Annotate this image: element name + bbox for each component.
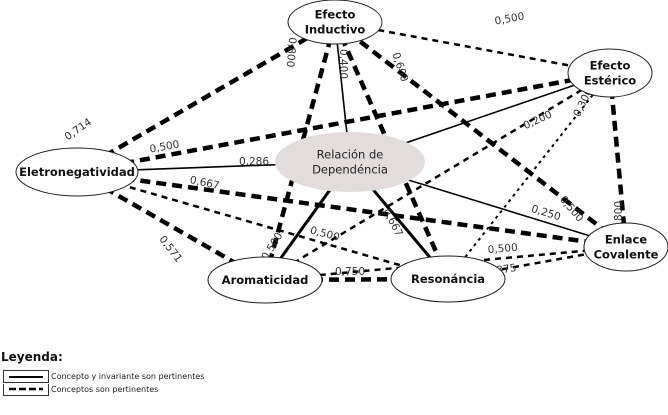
node-label: Aromaticidad <box>222 273 309 287</box>
node-label: Efecto <box>315 8 356 22</box>
edge-inductivo-covalente <box>333 20 628 249</box>
edge-electro-covalente <box>76 169 627 250</box>
node-label: Inductivo <box>305 23 366 37</box>
edge-weight-label: 0,714 <box>63 116 95 143</box>
legend-item-solid: Concepto y invariante son pertinentes <box>0 370 204 383</box>
edge-weight-label: 0,250 <box>530 203 562 223</box>
node-label: Relación de <box>317 148 384 162</box>
node-label: Efecto <box>590 59 631 73</box>
node-resonancia: Resonáncia <box>390 255 506 303</box>
legend-item-dashed: Conceptos son pertinentes <box>0 383 204 396</box>
nodes-layer: Relación deDependénciaEfectoInductivoEfe… <box>15 0 668 304</box>
legend-label-solid: Concepto y invariante son pertinentes <box>51 372 205 381</box>
edge-esterico-aromaticidad <box>264 71 611 282</box>
node-ellipse <box>275 132 425 192</box>
edge-esterico-covalente <box>607 72 629 248</box>
solid-line-swatch <box>3 370 49 383</box>
edge-weight-label: 0,571 <box>156 234 184 265</box>
edge-weight-label: 0,500 <box>494 11 526 28</box>
node-ellipse <box>583 222 668 272</box>
edge-inductivo-resonancia <box>332 21 451 280</box>
edge-inductivo-electro <box>75 20 337 174</box>
dashed-line-swatch <box>3 383 49 396</box>
edge-weight-label: 0,500 <box>557 194 586 225</box>
node-ellipse <box>567 48 653 98</box>
edge-weight-label: 0,750 <box>335 266 365 278</box>
edge-weight-label: 0,200 <box>522 108 554 132</box>
node-label: Resonáncia <box>411 272 485 286</box>
edge-weight-label: 0,400 <box>337 49 349 79</box>
node-label: Estérico <box>584 74 636 88</box>
node-aromaticidad: Aromaticidad <box>207 256 323 304</box>
node-ellipse <box>287 0 383 45</box>
edge-esterico-resonancia <box>447 72 611 280</box>
edge-electro-resonancia <box>76 170 449 281</box>
node-label: Eletronegatividad <box>19 165 135 179</box>
node-ellipse <box>15 147 139 197</box>
edge-weight-label: 0,800 <box>284 37 299 68</box>
edge-weight-label: 0,500 <box>149 139 181 156</box>
edge-resonancia-covalente <box>447 245 627 281</box>
concept-map: 0,4000,2860,2000,2500,5000,6670,5000,714… <box>15 0 668 304</box>
node-ellipse <box>207 256 323 304</box>
edge-inductivo-esterico <box>334 20 611 75</box>
node-label: Enlace <box>605 233 648 247</box>
node-electro: Eletronegatividad <box>15 147 139 197</box>
legend: Leyenda: Concepto y invariante son perti… <box>0 350 204 396</box>
node-label: Covalente <box>594 248 659 262</box>
edge-weight-label: 0,286 <box>239 156 269 168</box>
node-ellipse <box>390 255 506 303</box>
node-label: Dependéncia <box>312 163 388 177</box>
edge-electro-esterico <box>76 70 611 175</box>
legend-label-dashed: Conceptos son pertinentes <box>51 385 159 394</box>
edge-weight-label: 0,500 <box>487 242 518 257</box>
legend-title: Leyenda: <box>1 350 63 364</box>
